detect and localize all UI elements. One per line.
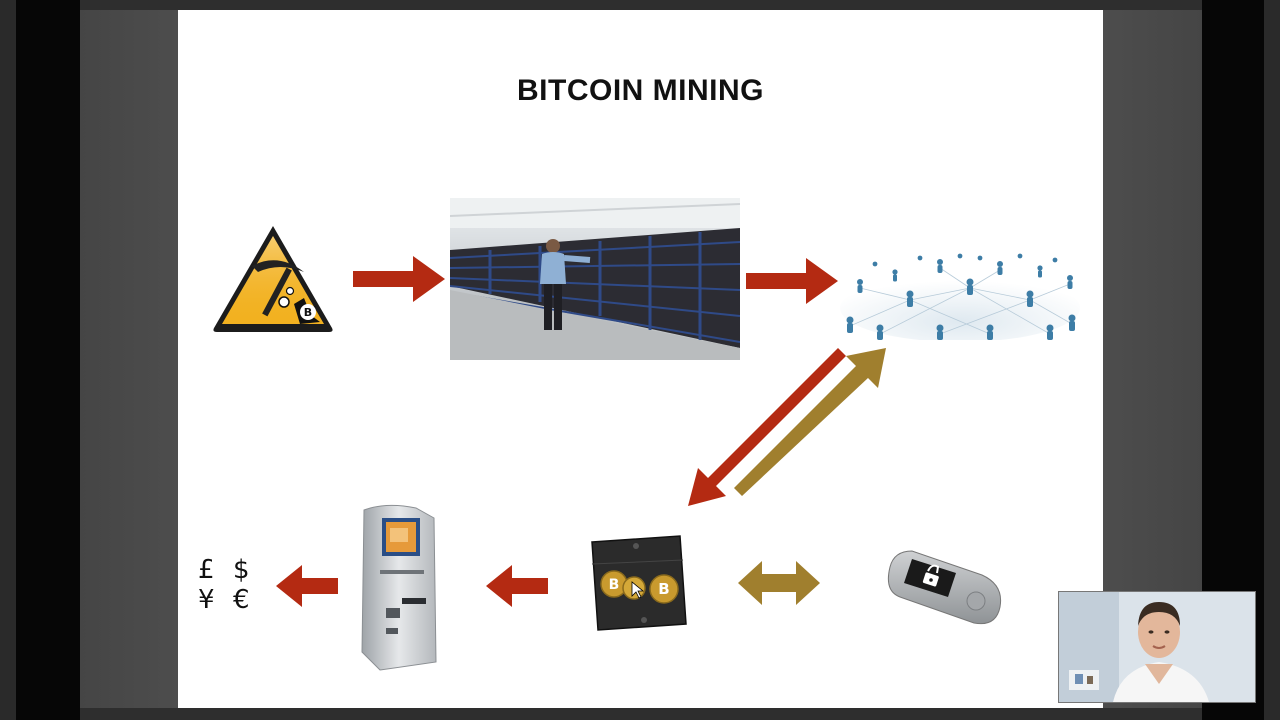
slide-gutter-left xyxy=(80,10,178,708)
wallet-icon: B B xyxy=(588,534,690,634)
currency-euro: € xyxy=(233,585,250,615)
svg-text:B: B xyxy=(304,306,312,319)
slide: BITCOIN MINING B xyxy=(178,10,1103,708)
arrow-left-icon xyxy=(274,563,340,609)
arrow-right-icon xyxy=(353,254,448,304)
currency-dollar: $ xyxy=(233,555,250,585)
mining-farm-photo xyxy=(450,198,740,360)
arrow-bidirectional-icon xyxy=(736,558,822,608)
arrow-diagonal-up-icon xyxy=(728,346,898,511)
window-frame-top xyxy=(0,0,1280,10)
slide-title: BITCOIN MINING xyxy=(178,74,1103,108)
window-frame-left xyxy=(0,0,80,720)
arrow-right-icon xyxy=(746,256,841,306)
bitcoin-atm-icon xyxy=(356,502,442,674)
window-frame-bottom xyxy=(0,708,1280,720)
arrow-left-icon xyxy=(484,563,550,609)
presenter-webcam-video xyxy=(1058,591,1256,703)
pickaxe-warning-icon: B xyxy=(208,220,338,336)
network-nodes-icon xyxy=(840,248,1080,340)
svg-text:B: B xyxy=(609,577,620,593)
hardware-wallet-icon xyxy=(882,545,1006,631)
svg-text:B: B xyxy=(658,580,669,598)
currency-yen: ¥ xyxy=(198,585,215,615)
currency-pound: £ xyxy=(198,555,215,585)
